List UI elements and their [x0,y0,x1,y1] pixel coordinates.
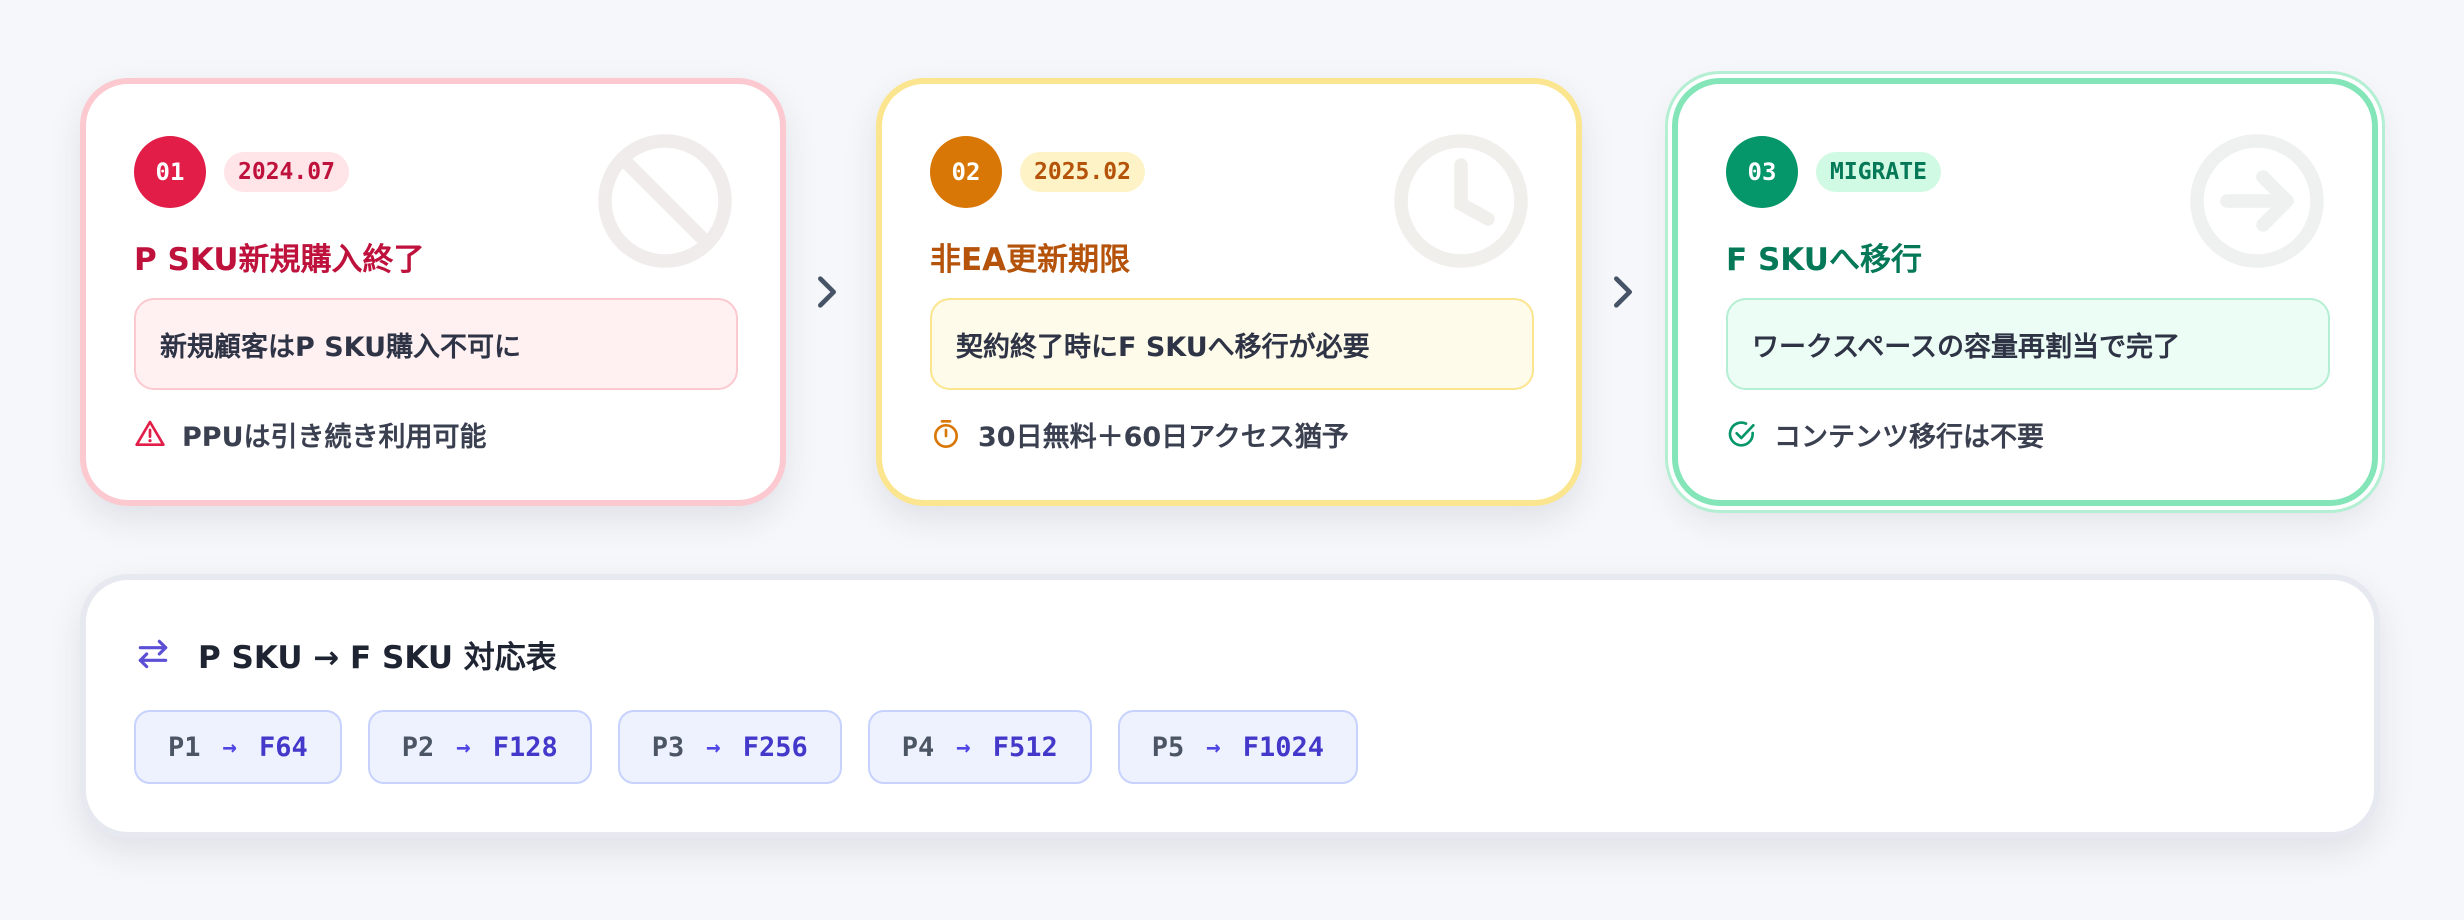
timeline-row: 01 2024.07 P SKU新規購入終了 新規顧客はP SKU購入不可に P… [80,78,2390,506]
step-message-text: 新規顧客はP SKU購入不可に [160,331,522,363]
arrow-right-icon: → [222,733,237,761]
f-sku-label: F128 [492,731,558,763]
prohibited-icon [598,134,732,268]
mapping-title: P SKU → F SKU 対応表 [198,639,557,676]
step-message-box: ワークスペースの容量再割当で完了 [1726,298,2330,390]
p-sku-label: P5 [1151,731,1185,763]
step-note: PPUは引き続き利用可能 [134,414,487,454]
step-note-text: 30日無料＋60日アクセス猶予 [978,421,1349,453]
f-sku-label: F256 [742,731,808,763]
arrow-right-circle-icon [2190,134,2324,268]
step-number-badge: 01 [134,136,206,208]
mapping-chip: P3 → F256 [617,710,842,784]
chevron-right-icon [1614,276,1632,308]
step-message-box: 新規顧客はP SKU購入不可に [134,298,738,390]
stopwatch-icon [934,420,958,448]
step-number-badge: 03 [1726,136,1798,208]
arrow-right-icon: → [1206,733,1221,761]
sku-mapping-panel: P SKU → F SKU 対応表 P1 → F64 P2 → F128 P3 … [80,574,2380,838]
mapping-chip: P5 → F1024 [1117,710,1358,784]
f-sku-label: F512 [992,731,1058,763]
p-sku-label: P2 [401,731,435,763]
arrow-right-icon: → [456,733,471,761]
p-sku-label: P4 [901,731,935,763]
step-title: 非EA更新期限 [930,242,1131,278]
step-note: コンテンツ移行は不要 [1726,414,2044,454]
mapping-chip: P4 → F512 [867,710,1092,784]
step-note-text: コンテンツ移行は不要 [1774,421,2044,453]
step-note: 30日無料＋60日アクセス猶予 [930,414,1349,454]
mapping-header: P SKU → F SKU 対応表 [134,632,557,676]
clock-icon [1394,134,1528,268]
mapping-chip: P2 → F128 [367,710,592,784]
step-status-tag: MIGRATE [1816,152,1941,192]
step-title: P SKU新規購入終了 [134,242,425,278]
step-title: F SKUへ移行 [1726,242,1922,278]
step-date-tag: 2024.07 [224,152,349,192]
step-message-text: 契約終了時にF SKUへ移行が必要 [956,331,1370,363]
mapping-chip-list: P1 → F64 P2 → F128 P3 → F256 P4 → F512 P… [134,710,1358,784]
step-number-badge: 02 [930,136,1002,208]
step-card-2: 02 2025.02 非EA更新期限 契約終了時にF SKUへ移行が必要 30日… [876,78,1582,506]
check-circle-icon [1728,421,1755,447]
step-card-3: 03 MIGRATE F SKUへ移行 ワークスペースの容量再割当で完了 コンテ… [1672,78,2378,506]
p-sku-label: P1 [168,731,201,763]
warning-icon [135,420,165,446]
mapping-chip: P1 → F64 [134,710,342,784]
p-sku-label: P3 [651,731,685,763]
step-card-1: 01 2024.07 P SKU新規購入終了 新規顧客はP SKU購入不可に P… [80,78,786,506]
f-sku-label: F64 [258,731,308,763]
step-message-text: ワークスペースの容量再割当で完了 [1752,331,2180,363]
chevron-right-icon [818,276,836,308]
step-note-text: PPUは引き続き利用可能 [182,421,487,453]
step-message-box: 契約終了時にF SKUへ移行が必要 [930,298,1534,390]
arrow-right-icon: → [706,733,721,761]
swap-arrows-icon [138,639,168,669]
f-sku-label: F1024 [1242,731,1324,763]
arrow-right-icon: → [956,733,971,761]
step-date-tag: 2025.02 [1020,152,1145,192]
